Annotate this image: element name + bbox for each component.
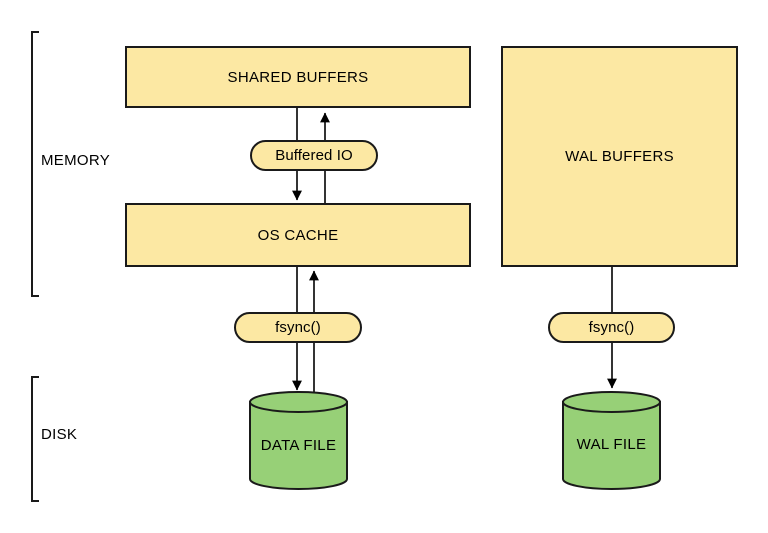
wal-buffers-label: WAL BUFFERS <box>565 148 674 165</box>
memory-bracket <box>31 31 39 297</box>
fsync-wal-pill: fsync() <box>548 312 675 343</box>
buffered-io-pill: Buffered IO <box>250 140 378 171</box>
fsync-data-label: fsync() <box>275 319 321 336</box>
disk-section-label: DISK <box>41 426 78 443</box>
fsync-wal-label: fsync() <box>588 319 635 336</box>
data-file-label: DATA FILE <box>260 437 337 454</box>
os-cache-node: OS CACHE <box>125 203 471 267</box>
wal-file-cylinder-top <box>562 391 661 413</box>
data-file-cylinder-body <box>249 401 348 490</box>
os-cache-label: OS CACHE <box>257 226 339 244</box>
fsync-data-pill: fsync() <box>234 312 362 343</box>
wal-file-cylinder <box>562 391 661 490</box>
disk-bracket <box>31 376 39 502</box>
wal-file-cylinder-body <box>562 401 661 490</box>
shared-buffers-node: SHARED BUFFERS <box>125 46 471 108</box>
wal-buffers-node: WAL BUFFERS <box>501 46 738 267</box>
data-file-cylinder-top <box>249 391 348 413</box>
wal-file-label: WAL FILE <box>576 436 647 453</box>
data-file-cylinder <box>249 391 348 490</box>
shared-buffers-label: SHARED BUFFERS <box>227 68 369 86</box>
memory-section-label: MEMORY <box>41 152 111 169</box>
buffered-io-label: Buffered IO <box>275 147 353 164</box>
